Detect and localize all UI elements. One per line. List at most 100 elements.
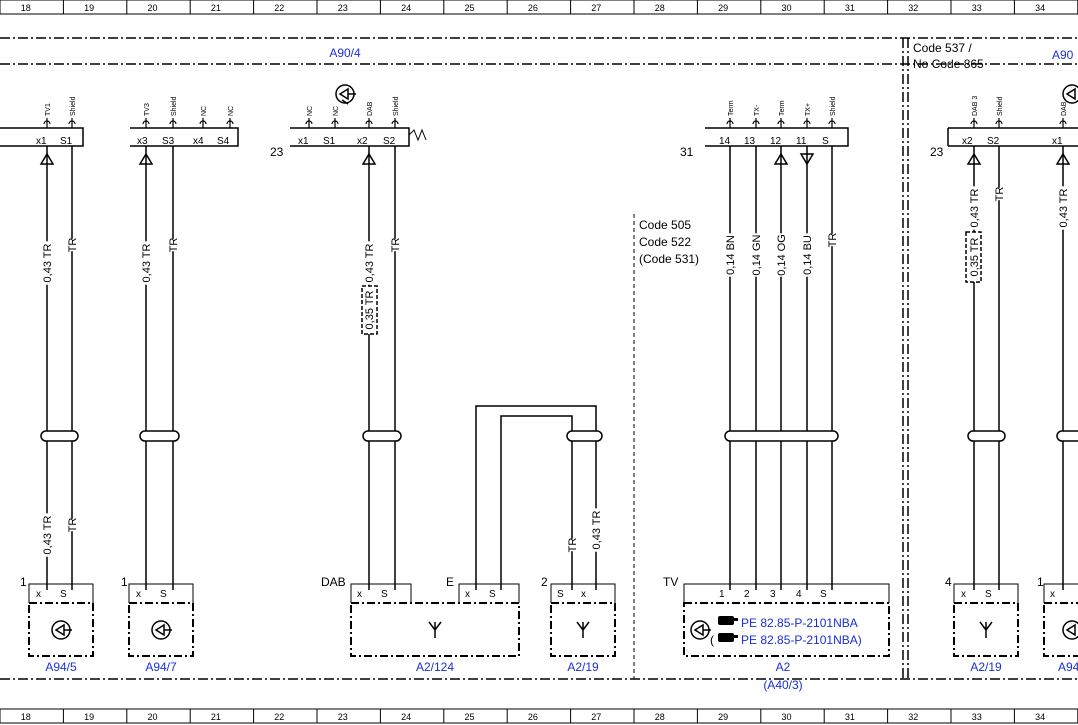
connector-pin-name: NC [201,106,208,116]
component-pin-number: 2 [744,589,750,600]
component-label-a2-124[interactable]: A2/124 [416,660,454,674]
wire-spec-label: 0,43 TR [1058,188,1070,227]
antenna-icon [576,621,590,638]
wire-spec-label: 0,43 TR [141,243,153,282]
component-label-a94-7[interactable]: A94/7 [145,660,177,674]
grid-column-number: 25 [464,3,474,13]
connector-pin-name: Term [728,100,735,116]
wire-spec-label: TR [567,538,579,553]
grid-column-number: 30 [781,712,791,722]
dashed-note-1: Code 505 [639,218,691,232]
connector-pin-name: TX- [754,104,761,116]
dab-antenna-icon [1062,84,1078,104]
grid-column-number: 30 [781,3,791,13]
component-pin-number: S [60,589,67,600]
connector-pin-number: 12 [770,136,782,147]
grid-column-number: 23 [338,712,348,722]
component-pin-number: S [820,589,827,600]
connector-pin-number: S1 [323,136,336,147]
component-pin-number: S [381,589,388,600]
component-label-a94-right[interactable]: A94 [1058,660,1078,674]
tv-antenna-icon [1062,620,1078,640]
connector-pin-number: S2 [987,136,1000,147]
component-pin-number: S [985,589,992,600]
connector-pin-number: S4 [217,136,230,147]
connector-number-23b: 23 [930,145,944,159]
component-pin-tv: TV [663,575,678,589]
wire-spec-label: 0,43 TR [42,243,54,282]
connector-pin-name: Shield [997,96,1004,116]
dashed-note-2: Code 522 [639,235,691,249]
grid-column-number: 33 [972,3,982,13]
connector-number-31: 31 [680,145,694,159]
wire-spec-label: 0,35 TR [364,290,376,329]
wire-spec-label: TR [994,187,1006,202]
connector-pin-number: x1 [1052,136,1063,147]
component-pin-a94-7: 1 [121,575,128,589]
connector-pin-name: Shield [830,96,837,116]
grid-column-number: 18 [21,712,31,722]
connector-pin-name: Shield [70,96,77,116]
connector-pin-name: Shield [393,96,400,116]
grid-column-number: 24 [401,712,411,722]
hand-pointer-icon [718,616,738,625]
connector-number-23: 23 [270,145,284,159]
grid-column-number: 18 [21,3,31,13]
component-label-a2-19b[interactable]: A2/19 [970,660,1002,674]
grid-column-number: 33 [972,712,982,722]
component-pin-a94-5: 1 [20,575,27,589]
grid-column-number: 28 [655,712,665,722]
wire-spec-label: 0,43 TR [969,188,981,227]
doc-reference-link-2[interactable]: PE 82.85-P-2101NBA) [741,633,862,647]
component-pin-number: 4 [796,589,802,600]
connector-pin-name: NC [333,106,340,116]
grid-column-number: 23 [338,3,348,13]
grid-column-number: 21 [211,712,221,722]
component-pin-number: x [36,589,41,600]
component-pin-number: S [489,589,496,600]
wire-arrows [39,152,1071,166]
component-pin-number: 3 [770,589,776,600]
frame-label-main: A90/4 [329,46,361,60]
hand-pointer-icon [718,633,738,642]
grid-column-number: 26 [528,3,538,13]
grid-column-number: 26 [528,712,538,722]
wire-spec-label: TR [168,238,180,253]
component-label-a2[interactable]: A2 [776,660,791,674]
component-pin-number: S [557,589,564,600]
component-label-a94-5[interactable]: A94/5 [45,660,77,674]
component-pin-a94-right: 1 [1037,575,1044,589]
component-label-a40-3[interactable]: (A40/3) [763,678,802,692]
wire-spec-label: TR [67,518,79,533]
grid-column-number: 19 [84,3,94,13]
connector-pin-name: TV3 [144,103,151,116]
tv-antenna-icon [51,620,72,640]
connector-pin-name: DAB [1061,101,1068,116]
component-boxes [28,583,1078,657]
component-pin-number: x [581,589,586,600]
connector-pin-number: x4 [193,136,204,147]
component-pin-number: x [1050,589,1055,600]
frame-lines [0,37,1078,680]
tv-antenna-icon [335,84,356,105]
component-pin-a2-19: 2 [541,575,548,589]
doc-reference-link-1[interactable]: PE 82.85-P-2101NBA [741,616,858,630]
grid-column-number: 31 [845,3,855,13]
component-label-a2-19[interactable]: A2/19 [567,660,599,674]
connector-pin-number: S2 [383,136,396,147]
grid-column-number: 25 [464,712,474,722]
connector-pin-name: NC [307,106,314,116]
wires [46,146,1064,590]
dashed-note-3: (Code 531) [639,252,699,266]
wire-spec-label: TR [390,238,402,253]
connector-pin-name: DAB [367,101,374,116]
wire-spec-label: 0,14 GN [751,234,763,275]
wire-spec-label: 0,43 TR [591,510,603,549]
wire-spec-label: 0,14 OG [776,234,788,276]
connector-pin-number: S1 [60,136,73,147]
wire-spec-label: TR [827,233,839,248]
